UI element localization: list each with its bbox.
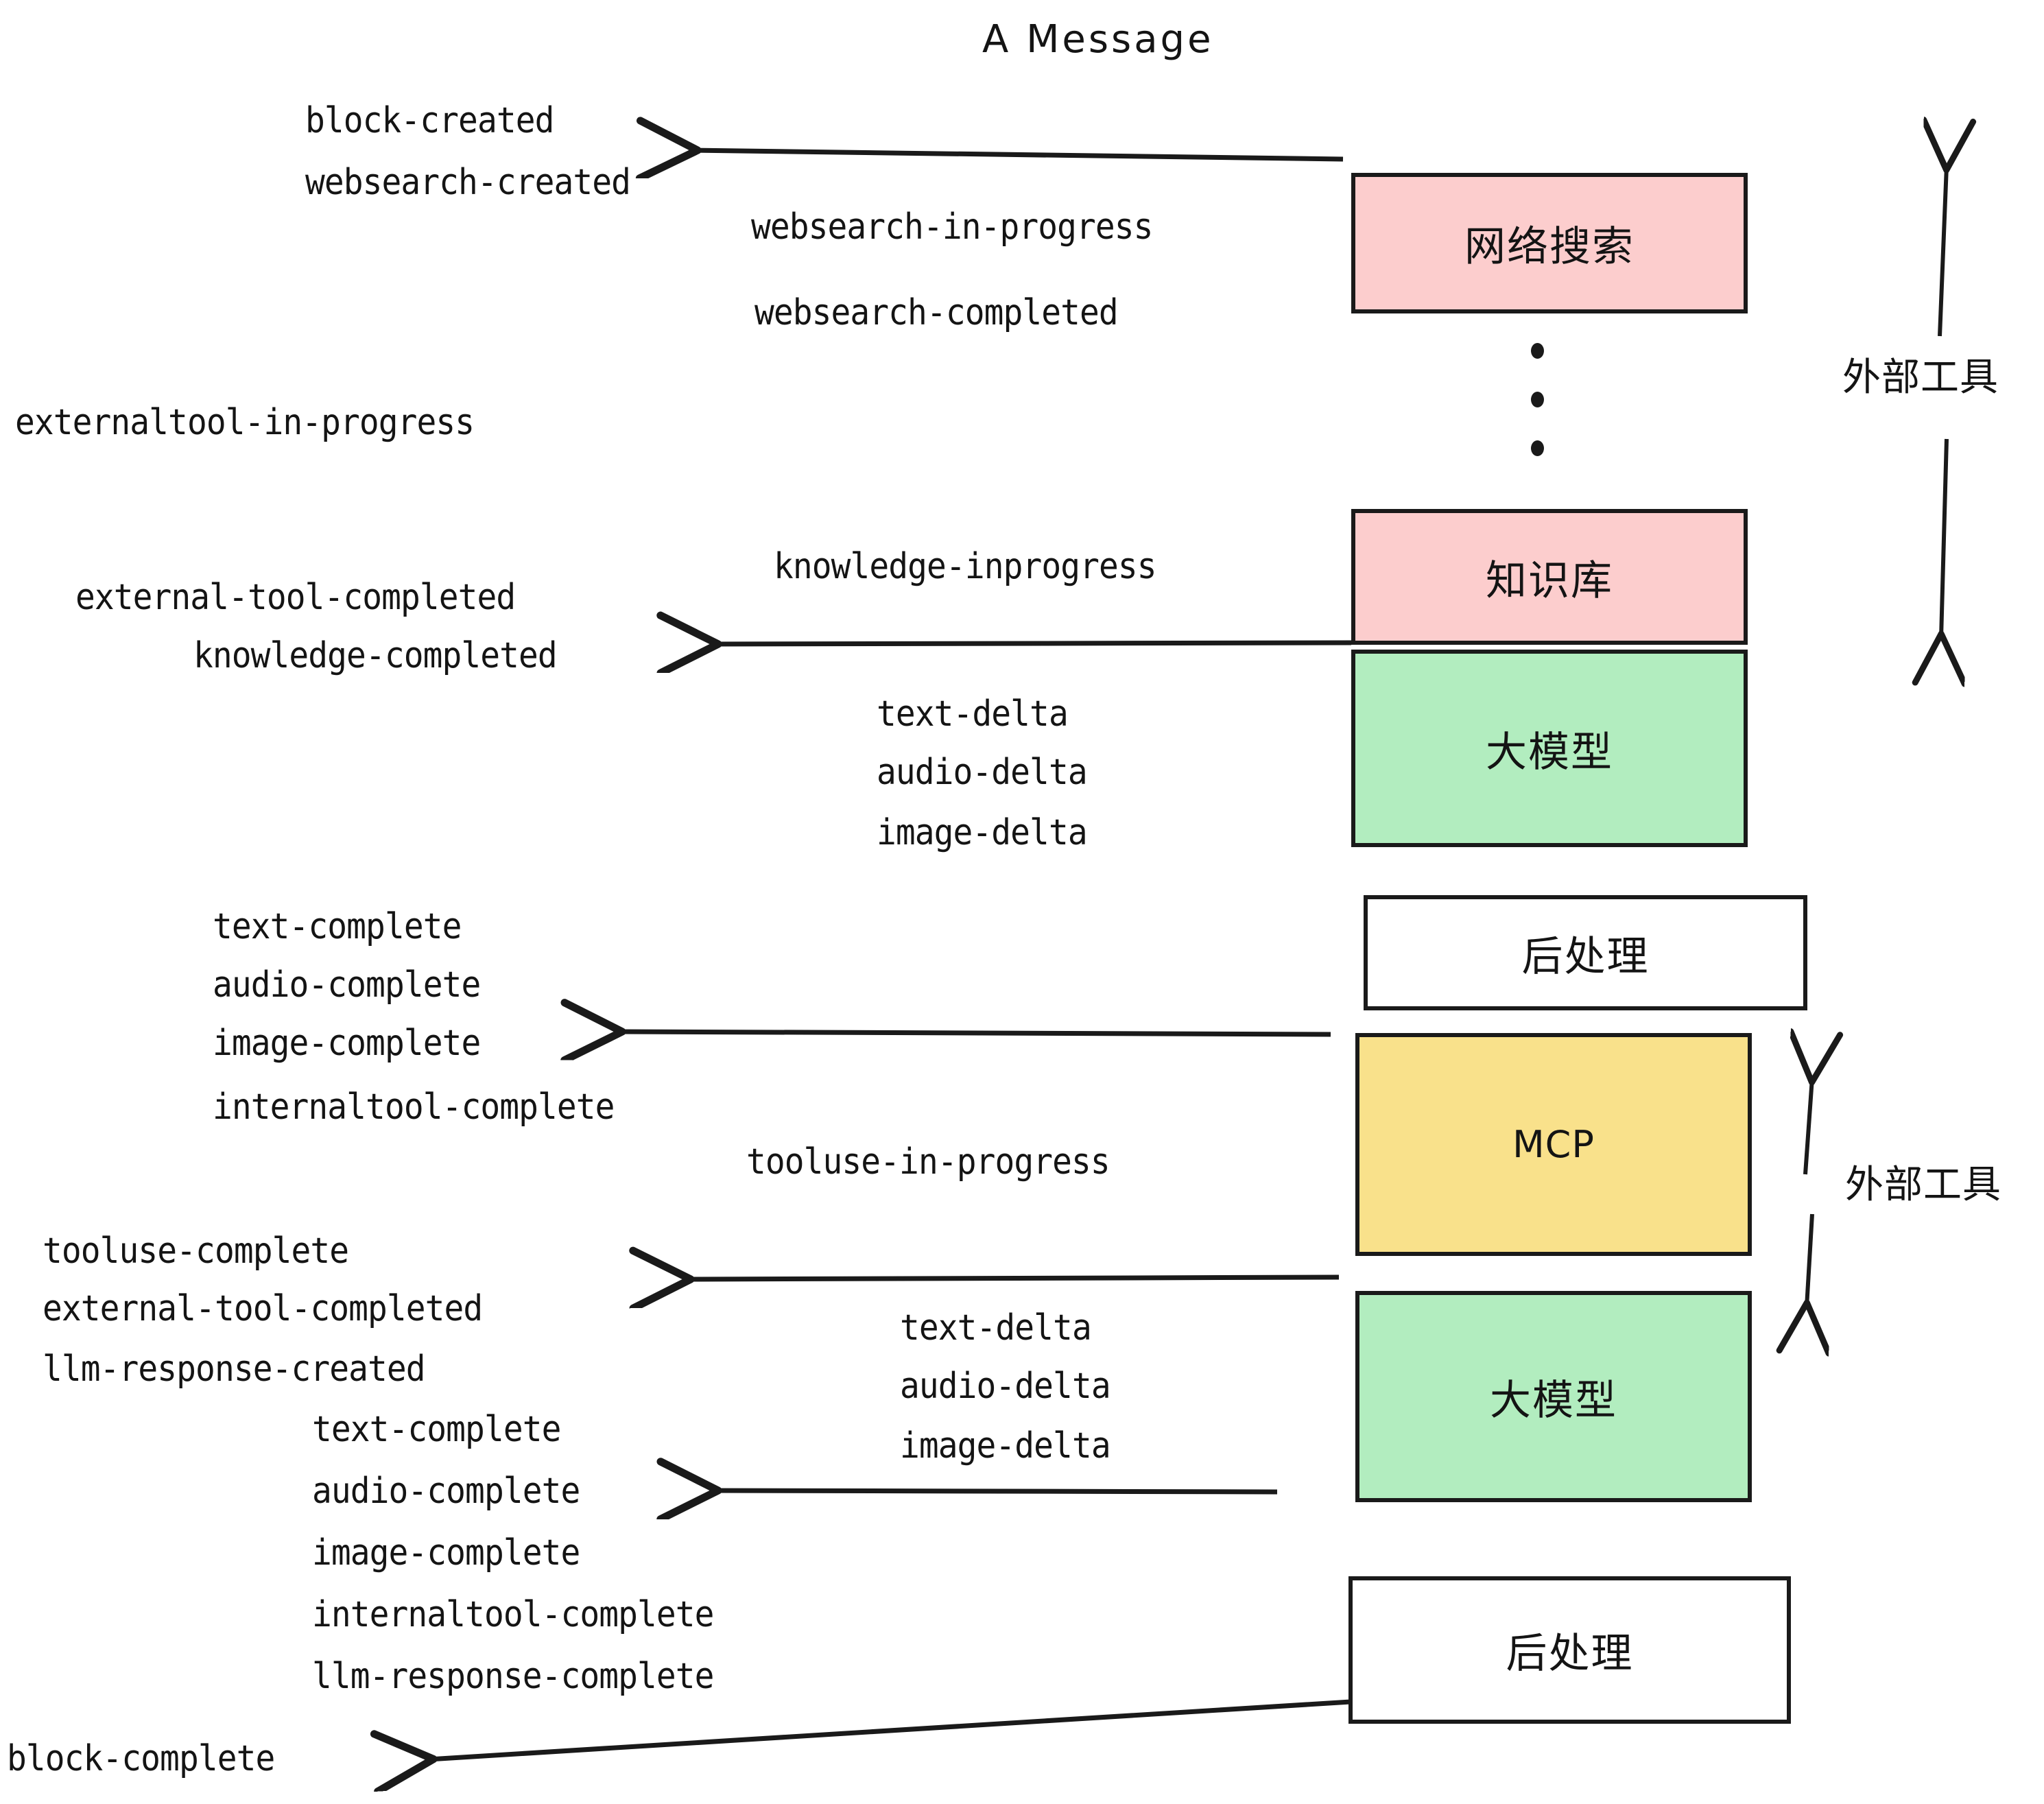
event-text-complete-2: text-complete	[312, 1409, 561, 1450]
event-image-delta-1: image-delta	[877, 812, 1088, 853]
event-image-complete-2: image-complete	[312, 1532, 580, 1574]
event-image-delta-2: image-delta	[900, 1425, 1111, 1467]
arrow-external-tools-upper-down	[1941, 438, 1947, 638]
event-knowledge-inprogress: knowledge-inprogress	[774, 546, 1157, 587]
arrow-image-complete	[617, 1032, 1331, 1034]
box-mcp[interactable]: MCP	[1355, 1033, 1752, 1256]
box-knowledge[interactable]: 知识库	[1351, 509, 1748, 645]
event-audio-complete-2: audio-complete	[312, 1471, 580, 1512]
box-knowledge-label: 知识库	[1486, 556, 1613, 605]
box-mcp-label: MCP	[1512, 1123, 1595, 1166]
arrow-external-tools-upper-up	[1940, 166, 1947, 337]
box-postprocess-upper-label: 后处理	[1521, 932, 1650, 981]
event-tooluse-complete: tooluse-complete	[43, 1231, 349, 1272]
event-websearch-in-progress: websearch-in-progress	[751, 206, 1153, 248]
event-websearch-created: websearch-created	[305, 162, 631, 203]
event-external-tool-completed-2: external-tool-completed	[43, 1288, 483, 1329]
event-audio-complete-1: audio-complete	[213, 964, 481, 1006]
event-image-complete-1: image-complete	[213, 1023, 481, 1064]
event-internaltool-complete-2: internaltool-complete	[312, 1594, 714, 1635]
box-llm-upper-label: 大模型	[1486, 728, 1613, 776]
event-text-delta-1: text-delta	[877, 693, 1069, 735]
box-postprocess-lower-label: 后处理	[1506, 1630, 1634, 1678]
vertical-ellipsis-icon	[1531, 343, 1544, 489]
event-websearch-completed: websearch-completed	[754, 292, 1119, 333]
event-audio-delta-1: audio-delta	[877, 752, 1088, 793]
arrow-block-created	[693, 150, 1344, 159]
event-knowledge-completed: knowledge-completed	[193, 635, 558, 676]
event-llm-response-created: llm-response-created	[43, 1349, 426, 1390]
box-llm-upper[interactable]: 大模型	[1351, 650, 1748, 847]
event-block-complete: block-complete	[7, 1738, 275, 1779]
box-websearch-label: 网络搜索	[1464, 223, 1635, 271]
box-postprocess-upper[interactable]: 后处理	[1364, 895, 1807, 1010]
event-llm-response-complete: llm-response-complete	[312, 1656, 714, 1697]
box-websearch[interactable]: 网络搜索	[1351, 173, 1748, 313]
page-title: A Message	[982, 17, 1214, 62]
event-text-complete-1: text-complete	[213, 906, 462, 947]
event-block-created: block-created	[305, 100, 554, 141]
event-internaltool-complete-1: internaltool-complete	[213, 1087, 615, 1128]
event-externaltool-in-progress: externaltool-in-progress	[15, 402, 475, 443]
external-tools-lower-label: 外部工具	[1845, 1163, 2001, 1207]
arrow-external-tools-lower-down	[1807, 1213, 1812, 1307]
box-llm-lower[interactable]: 大模型	[1355, 1291, 1752, 1502]
external-tools-upper-label: 外部工具	[1842, 355, 1999, 400]
arrow-block-complete	[429, 1698, 1362, 1759]
event-external-tool-completed: external-tool-completed	[75, 577, 516, 618]
event-tooluse-in-progress: tooluse-in-progress	[746, 1141, 1110, 1183]
arrow-external-tools-lower-up	[1805, 1078, 1812, 1175]
event-audio-delta-2: audio-delta	[900, 1366, 1111, 1407]
event-text-delta-2: text-delta	[900, 1307, 1092, 1349]
box-postprocess-lower[interactable]: 后处理	[1348, 1576, 1791, 1724]
arrow-audio-complete	[713, 1491, 1278, 1492]
arrow-tooluse-complete	[686, 1277, 1340, 1279]
box-llm-lower-label: 大模型	[1490, 1376, 1617, 1425]
arrow-knowledge-completed	[713, 643, 1352, 644]
